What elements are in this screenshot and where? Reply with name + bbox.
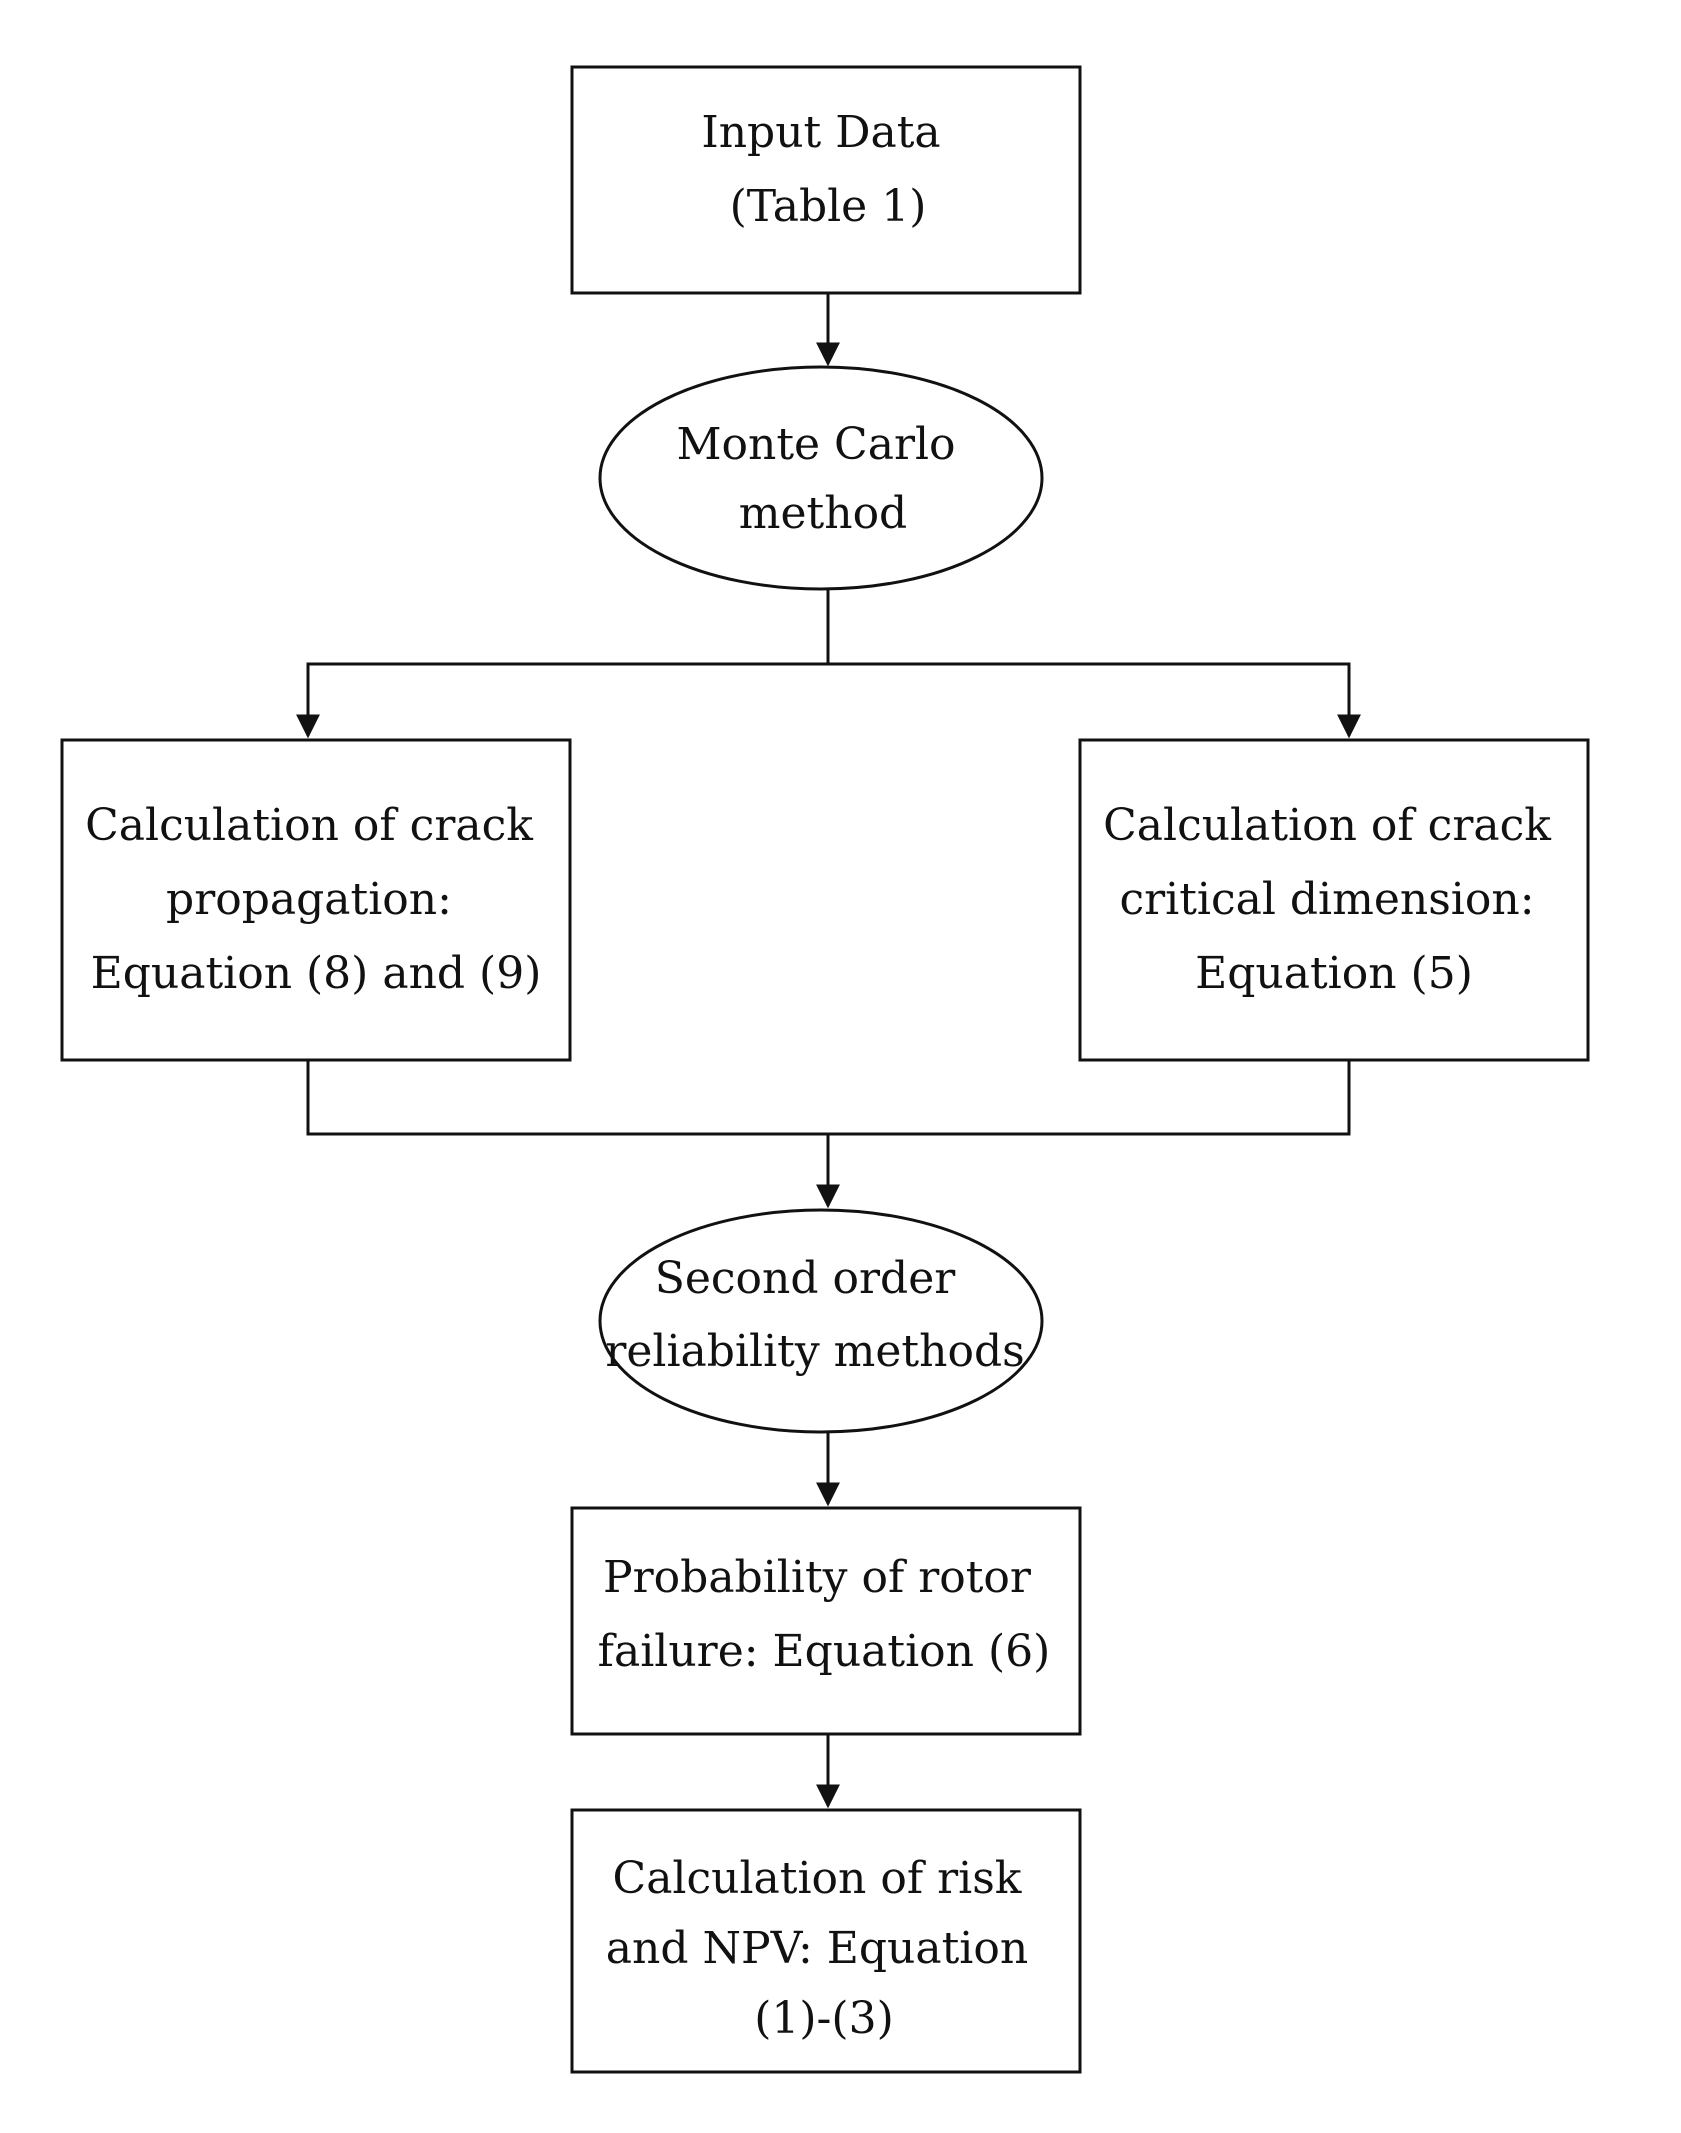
- split-connector-montecarlo: [296, 589, 830, 739]
- input-data-node: Input Data (Table 1): [570, 65, 1082, 295]
- monte-carlo-line-2: method: [739, 488, 907, 539]
- monte-carlo-node: Monte Carlo method: [598, 365, 1044, 591]
- svg-text:Calculation of crack cri: Calculation of crack critical dimension:…: [1103, 800, 1565, 999]
- split-connector-montecarlo-right: [828, 662, 1361, 739]
- input-data-line-2: (Table 1): [730, 181, 927, 232]
- crack-propagation-node: Calculation of crack propagation: Equati…: [60, 738, 572, 1062]
- crack-propagation-line-2: propagation:: [166, 874, 452, 925]
- connectors: [296, 293, 1361, 1809]
- crack-critical-node: Calculation of crack critical dimension:…: [1078, 738, 1590, 1062]
- risk-npv-node: Calculation of risk and NPV: Equation (1…: [570, 1808, 1082, 2074]
- second-order-line-2: reliability methods: [605, 1326, 1024, 1377]
- second-order-node: Second order reliability methods: [598, 1208, 1044, 1434]
- monte-carlo-line-1: Monte Carlo: [676, 419, 955, 470]
- merge-connector-left: [306, 1061, 1351, 1136]
- svg-text:Input Data (Table 1): Input Data (Table 1): [701, 107, 954, 232]
- risk-npv-line-1: Calculation of risk: [613, 1853, 1022, 1904]
- crack-propagation-line-1: Calculation of crack: [85, 800, 533, 851]
- svg-text:Second order reliability: Second order reliability methods: [605, 1253, 1024, 1377]
- svg-text:Calculation of crack pro: Calculation of crack propagation: Equati…: [85, 800, 547, 999]
- input-data-line-1: Input Data: [701, 107, 940, 158]
- probability-failure-line-1: Probability of rotor: [603, 1552, 1032, 1603]
- probability-failure-line-2: failure: Equation (6): [598, 1626, 1051, 1677]
- risk-npv-line-2: and NPV: Equation: [606, 1923, 1028, 1974]
- second-order-line-1: Second order: [655, 1253, 957, 1304]
- crack-critical-line-1: Calculation of crack: [1103, 800, 1551, 851]
- risk-npv-line-3: (1)-(3): [754, 1993, 894, 2044]
- crack-critical-line-2: critical dimension:: [1119, 874, 1534, 925]
- svg-text:Calculation of risk and: Calculation of risk and NPV: Equation (1…: [606, 1853, 1042, 2044]
- svg-text:Probability of rotor fai: Probability of rotor failure: Equation (…: [598, 1552, 1051, 1677]
- crack-critical-line-3: Equation (5): [1195, 948, 1473, 999]
- crack-propagation-line-3: Equation (8) and (9): [91, 948, 542, 999]
- svg-text:Monte Carlo method: Monte Carlo method: [676, 419, 969, 539]
- probability-failure-node: Probability of rotor failure: Equation (…: [570, 1506, 1082, 1736]
